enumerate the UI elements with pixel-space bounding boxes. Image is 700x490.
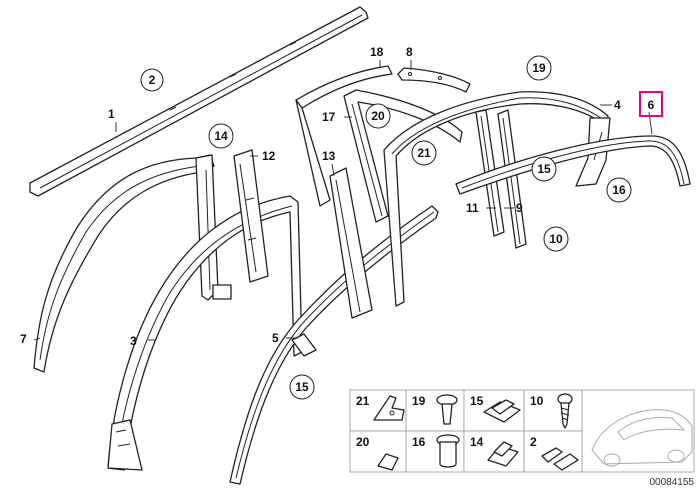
svg-text:19: 19 (532, 61, 546, 75)
callout-3: 3 (130, 334, 137, 348)
legend-item-15: 15 (470, 394, 521, 423)
callout-19: 19 (526, 55, 552, 81)
clip-icon (483, 399, 521, 423)
legend-item-19: 19 (412, 394, 458, 425)
svg-text:4: 4 (614, 98, 621, 112)
callout-10: 10 (543, 226, 569, 252)
screw-icon (557, 393, 573, 429)
svg-text:10: 10 (530, 394, 544, 408)
legend-item-20: 20 (356, 435, 399, 471)
part-17-window-channel (343, 89, 463, 223)
part-1-roof-molding (29, 6, 369, 197)
part-18-upper-trim (295, 65, 393, 207)
callout-4: 4 (614, 98, 621, 112)
svg-text:15: 15 (295, 380, 309, 394)
callout-15-upper: 15 (531, 156, 557, 182)
part-9-vertical-molding (497, 109, 527, 249)
svg-text:1: 1 (108, 107, 115, 121)
grommet-icon (436, 434, 460, 468)
pad-icon (377, 453, 399, 471)
svg-text:2: 2 (530, 435, 537, 449)
svg-text:8: 8 (406, 45, 413, 59)
part-8-upper-molding (397, 67, 471, 93)
callout-12: 12 (262, 149, 276, 163)
svg-text:18: 18 (370, 45, 384, 59)
svg-text:6: 6 (648, 98, 655, 112)
callout-1: 1 (108, 107, 115, 121)
legend-item-10: 10 (530, 393, 573, 429)
callout-6-highlighted: 6 (639, 91, 663, 117)
svg-text:2: 2 (149, 73, 156, 87)
fastener-legend: 21 19 15 10 (349, 389, 695, 473)
svg-text:21: 21 (356, 394, 370, 408)
legend-item-14: 14 (470, 435, 519, 467)
svg-text:10: 10 (549, 232, 563, 246)
callout-9: 9 (516, 201, 523, 215)
part-6-arc-molding (455, 135, 691, 195)
legend-item-2: 2 (530, 435, 579, 471)
legend-item-21: 21 (356, 394, 405, 421)
svg-text:14: 14 (214, 129, 228, 143)
clip-pair-icon (541, 447, 579, 471)
expanding-rivet-icon (436, 394, 458, 425)
vehicle-outline-icon (591, 409, 693, 467)
callout-8: 8 (406, 45, 413, 59)
part-13-pillar-cover (329, 167, 373, 319)
svg-text:3: 3 (130, 334, 137, 348)
svg-text:7: 7 (20, 332, 27, 346)
svg-text:14: 14 (470, 435, 484, 449)
svg-text:16: 16 (612, 183, 626, 197)
svg-text:15: 15 (537, 162, 551, 176)
callout-14: 14 (208, 123, 234, 149)
svg-text:21: 21 (417, 146, 431, 160)
callout-17: 17 (322, 110, 336, 124)
svg-text:5: 5 (272, 331, 279, 345)
svg-text:9: 9 (516, 201, 523, 215)
bracket-icon (373, 395, 405, 421)
svg-text:19: 19 (412, 394, 426, 408)
callout-7: 7 (20, 332, 27, 346)
svg-text:20: 20 (371, 109, 385, 123)
callout-2: 2 (140, 68, 164, 92)
part-12-b-pillar-trim (233, 149, 269, 283)
callout-20: 20 (365, 103, 391, 129)
part-5-rear-door-seal (229, 205, 439, 485)
callout-15-lower: 15 (289, 374, 315, 400)
callout-13: 13 (322, 149, 336, 163)
svg-text:12: 12 (262, 149, 276, 163)
callout-21: 21 (411, 140, 437, 166)
callout-11: 11 (466, 201, 479, 215)
callout-16: 16 (606, 177, 632, 203)
svg-text:17: 17 (322, 110, 336, 124)
svg-text:13: 13 (322, 149, 336, 163)
svg-text:20: 20 (356, 435, 370, 449)
callout-5: 5 (272, 331, 279, 345)
svg-text:11: 11 (466, 201, 479, 215)
legend-item-16: 16 (412, 434, 460, 468)
svg-text:16: 16 (412, 435, 426, 449)
callout-18: 18 (370, 45, 384, 59)
svg-text:15: 15 (470, 394, 484, 408)
clip-double-icon (487, 441, 519, 467)
document-number: 00084155 (650, 477, 695, 488)
